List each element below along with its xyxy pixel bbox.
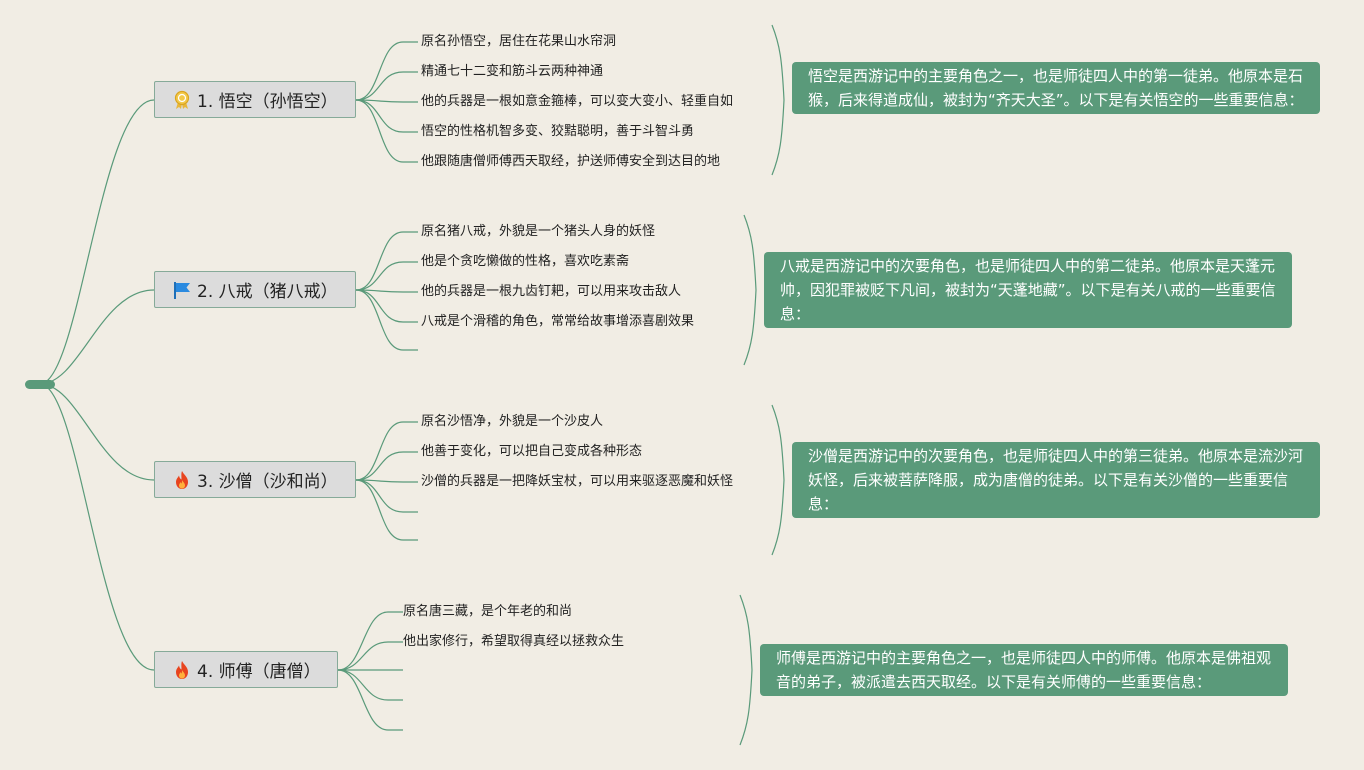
branch-to-leaf-line	[337, 641, 403, 671]
summary-brace	[743, 214, 757, 366]
leaf-topic[interactable]: 他的兵器是一根如意金箍棒，可以变大变小、轻重自如	[421, 94, 734, 109]
fire-icon	[171, 469, 193, 491]
fire-icon	[171, 659, 193, 681]
branch-node-wukong[interactable]: 1. 悟空（孙悟空）	[154, 81, 356, 118]
branch-node-tangseng[interactable]: 4. 师傅（唐僧）	[154, 651, 338, 688]
branch-to-leaf-line	[337, 669, 403, 731]
leaf-topic[interactable]: 他出家修行，希望取得真经以拯救众生	[403, 634, 625, 649]
summary-brace	[739, 594, 753, 746]
summary-note-wukong[interactable]: 悟空是西游记中的主要角色之一，也是师徒四人中的第一徒弟。他原本是石猴，后来得道成…	[792, 62, 1320, 114]
root-node[interactable]	[25, 380, 55, 389]
leaf-topic[interactable]: 精通七十二变和筋斗云两种神通	[421, 64, 604, 79]
root-to-branch-line	[39, 383, 155, 671]
branch-to-leaf-line	[355, 289, 418, 323]
leaf-topic[interactable]: 原名唐三藏，是个年老的和尚	[403, 604, 573, 619]
branch-to-leaf-line	[355, 41, 418, 101]
leaf-topic[interactable]: 原名沙悟净，外貌是一个沙皮人	[421, 414, 604, 429]
summary-note-shaseng[interactable]: 沙僧是西游记中的次要角色，也是师徒四人中的第三徒弟。他原本是流沙河妖怪，后来被菩…	[792, 442, 1320, 518]
branch-to-leaf-line	[355, 99, 418, 163]
branch-to-leaf-line	[355, 261, 418, 291]
flag-icon	[171, 279, 193, 301]
leaf-topic[interactable]: 原名猪八戒，外貌是一个猪头人身的妖怪	[421, 224, 656, 239]
branch-label: 4. 师傅（唐僧）	[197, 662, 321, 682]
summary-brace	[771, 24, 785, 176]
summary-note-tangseng[interactable]: 师傅是西游记中的主要角色之一，也是师徒四人中的师傅。他原本是佛祖观音的弟子，被派…	[760, 644, 1288, 696]
summary-brace	[771, 404, 785, 556]
branch-to-leaf-line	[355, 231, 418, 291]
branch-to-leaf-line	[355, 99, 418, 103]
leaf-topic[interactable]: 八戒是个滑稽的角色，常常给故事增添喜剧效果	[421, 314, 695, 329]
leaf-topic[interactable]: 他是个贪吃懒做的性格，喜欢吃素斋	[421, 254, 630, 269]
branch-to-leaf-line	[355, 479, 418, 541]
branch-to-leaf-line	[355, 479, 418, 513]
leaf-topic[interactable]: 他跟随唐僧师傅西天取经，护送师傅安全到达目的地	[421, 154, 721, 169]
summary-note-bajie[interactable]: 八戒是西游记中的次要角色，也是师徒四人中的第二徒弟。他原本是天蓬元帅，因犯罪被贬…	[764, 252, 1292, 328]
branch-to-leaf-line	[355, 289, 418, 293]
branch-to-leaf-line	[355, 451, 418, 481]
leaf-topic[interactable]: 他的兵器是一根九齿钉耙，可以用来攻击敌人	[421, 284, 682, 299]
branch-to-leaf-line	[355, 71, 418, 101]
branch-to-leaf-line	[337, 611, 403, 671]
medal-icon	[171, 89, 193, 111]
branch-to-leaf-line	[355, 99, 418, 133]
branch-to-leaf-line	[337, 669, 403, 701]
leaf-topic[interactable]: 原名孙悟空，居住在花果山水帘洞	[421, 34, 617, 49]
root-to-branch-line	[39, 383, 155, 481]
root-to-branch-line	[39, 289, 155, 385]
branch-to-leaf-line	[355, 289, 418, 351]
branch-to-leaf-line	[355, 421, 418, 481]
branch-label: 3. 沙僧（沙和尚）	[197, 472, 338, 492]
branch-node-shaseng[interactable]: 3. 沙僧（沙和尚）	[154, 461, 356, 498]
leaf-topic[interactable]: 悟空的性格机智多变、狡黠聪明，善于斗智斗勇	[421, 124, 695, 139]
branch-label: 1. 悟空（孙悟空）	[197, 92, 338, 112]
leaf-topic[interactable]: 他善于变化，可以把自己变成各种形态	[421, 444, 643, 459]
leaf-topic[interactable]: 沙僧的兵器是一把降妖宝杖，可以用来驱逐恶魔和妖怪	[421, 474, 734, 489]
root-to-branch-line	[39, 99, 155, 385]
branch-to-leaf-line	[355, 479, 418, 483]
branch-node-bajie[interactable]: 2. 八戒（猪八戒）	[154, 271, 356, 308]
branch-label: 2. 八戒（猪八戒）	[197, 282, 338, 302]
